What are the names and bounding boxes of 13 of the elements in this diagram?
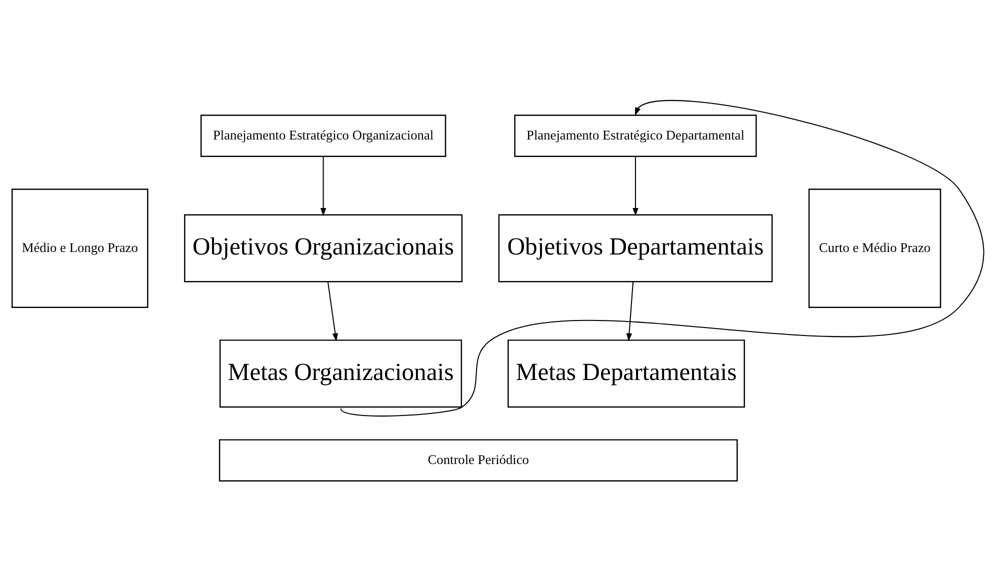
node-box: Curto e Médio Prazo	[808, 188, 942, 308]
arrow	[320, 156, 326, 216]
node-box: Metas Organizacionais	[219, 340, 462, 408]
node-box: Objetivos Departamentais	[498, 214, 773, 282]
arrow	[327, 282, 338, 342]
arrow	[632, 156, 638, 216]
node-box: Planejamento Estratégico Departamental	[514, 114, 757, 157]
arrow	[626, 282, 634, 342]
node-box: Controle Periódico	[218, 439, 738, 482]
node-box: Planejamento Estratégico Organizacional	[200, 114, 446, 157]
node-box: Médio e Longo Prazo	[12, 188, 148, 308]
node-box: Objetivos Organizacionais	[184, 214, 463, 282]
node-box: Metas Departamentais	[508, 340, 745, 408]
